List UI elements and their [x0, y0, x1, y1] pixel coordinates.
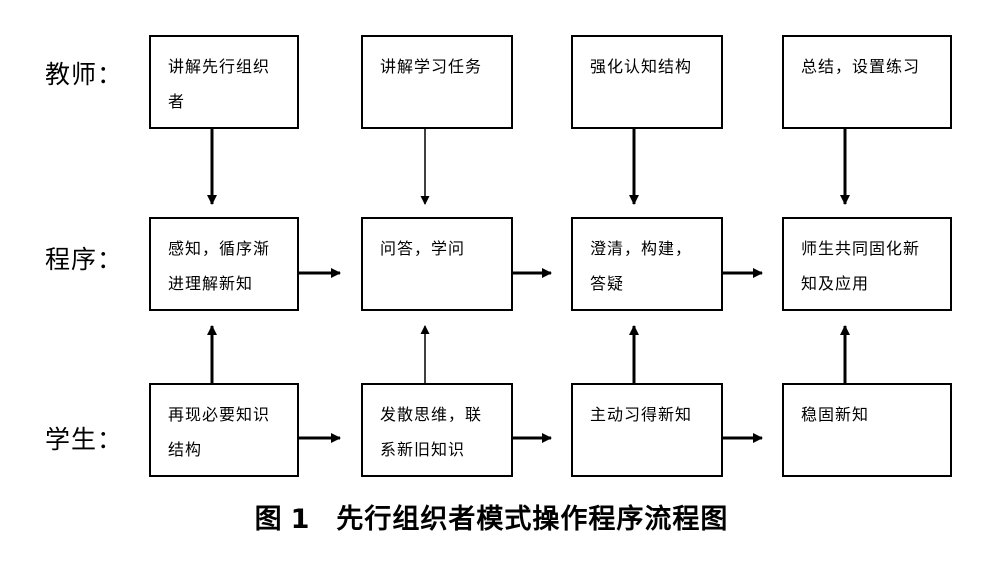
figure-caption-title: 先行组织者模式操作程序流程图	[336, 504, 729, 535]
student-box-3-line-1: 主动习得新知	[590, 405, 693, 424]
procedure-box-4-line-1: 师生共同固化新	[801, 239, 921, 258]
procedure-box-3-line-1: 澄清，构建，	[590, 239, 693, 258]
student-box-4: 稳固新知	[782, 383, 952, 477]
student-box-1: 再现必要知识 结构	[149, 383, 299, 477]
student-box-2: 发散思维，联 系新旧知识	[361, 383, 513, 477]
procedure-box-1-line-2: 进理解新知	[168, 274, 254, 293]
procedure-box-3: 澄清，构建， 答疑	[571, 217, 723, 311]
teacher-box-1-line-2: 者	[168, 92, 186, 111]
student-row-label: 学生：	[45, 425, 124, 454]
teacher-box-1-line-1: 讲解先行组织	[168, 57, 271, 76]
teacher-box-4-line-1: 总结，设置练习	[801, 57, 921, 76]
student-box-1-line-2: 结构	[168, 440, 203, 459]
procedure-box-2-line-1: 问答，学问	[380, 239, 466, 258]
teacher-row-label: 教师：	[45, 60, 124, 89]
procedure-box-3-line-2: 答疑	[590, 274, 625, 293]
procedure-box-4: 师生共同固化新 知及应用	[782, 217, 952, 311]
student-box-3: 主动习得新知	[571, 383, 723, 477]
procedure-box-4-line-2: 知及应用	[801, 274, 870, 293]
student-box-4-line-1: 稳固新知	[801, 405, 870, 424]
student-box-2-line-2: 系新旧知识	[380, 440, 466, 459]
procedure-row-label: 程序：	[45, 245, 124, 274]
teacher-box-1: 讲解先行组织 者	[149, 35, 299, 129]
figure-caption-prefix: 图	[254, 504, 283, 535]
teacher-box-4: 总结，设置练习	[782, 35, 952, 129]
procedure-box-1: 感知，循序渐 进理解新知	[149, 217, 299, 311]
procedure-box-2: 问答，学问	[361, 217, 513, 311]
teacher-box-2: 讲解学习任务	[361, 35, 513, 129]
figure-caption-number: 1	[290, 504, 311, 535]
student-box-1-line-1: 再现必要知识	[168, 405, 271, 424]
teacher-box-3-line-1: 强化认知结构	[590, 57, 693, 76]
teacher-box-3: 强化认知结构	[571, 35, 723, 129]
student-box-2-line-1: 发散思维，联	[380, 405, 483, 424]
teacher-box-2-line-1: 讲解学习任务	[380, 57, 483, 76]
procedure-box-1-line-1: 感知，循序渐	[168, 239, 271, 258]
